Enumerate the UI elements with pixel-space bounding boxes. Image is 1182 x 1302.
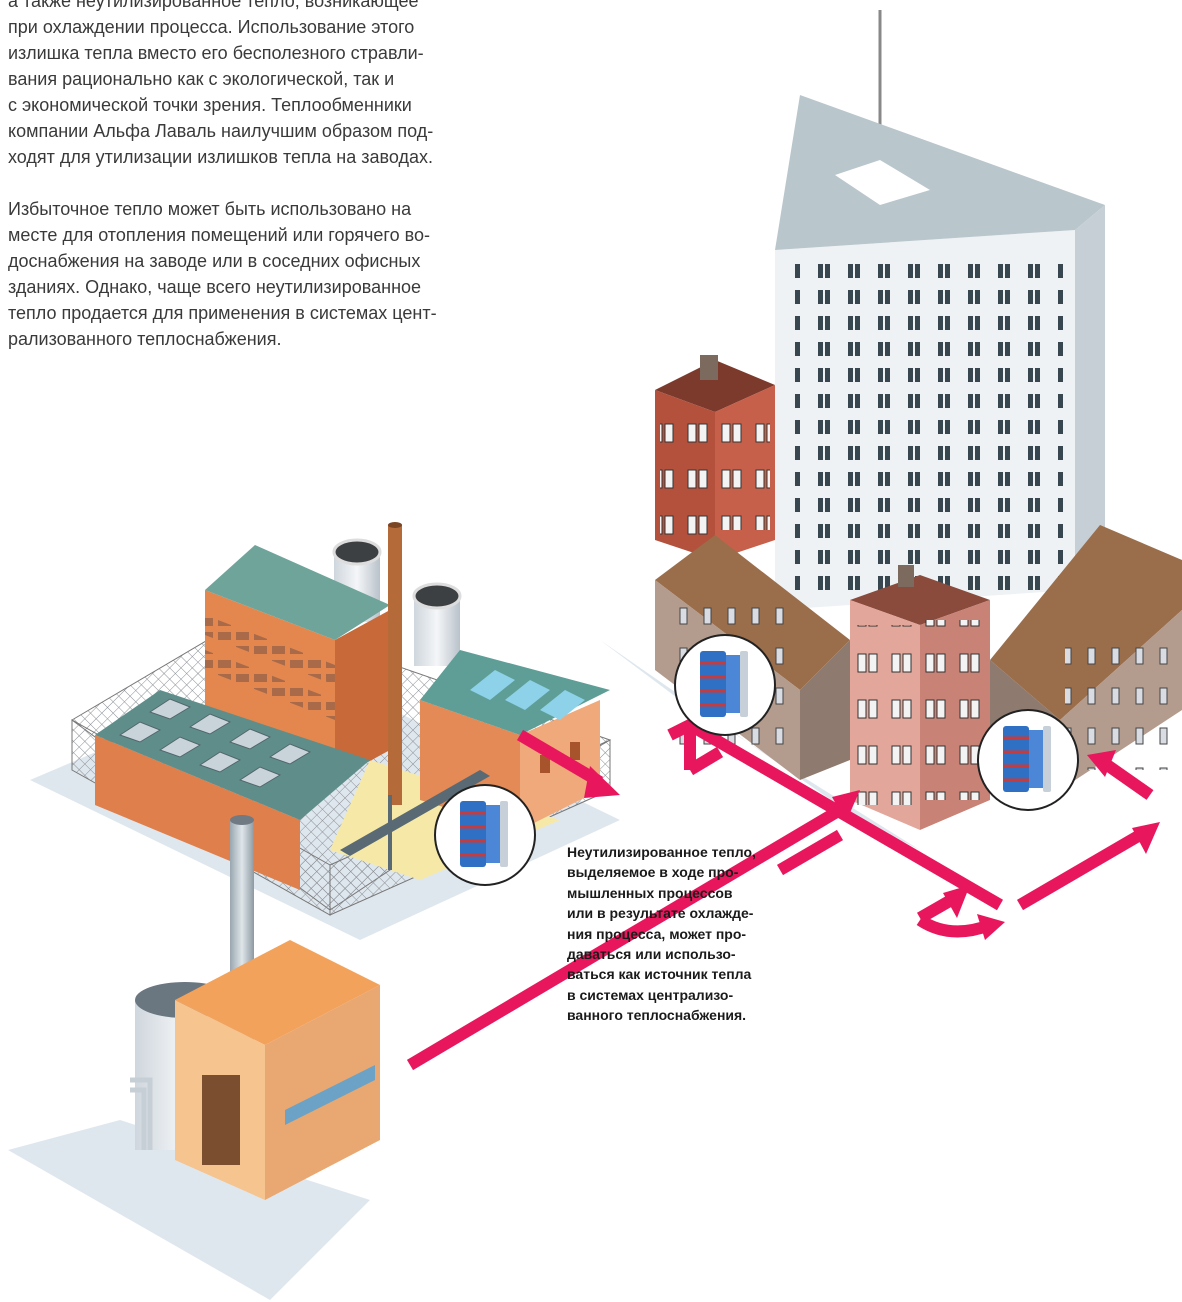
intro-text: а также неутилизированное тепло, возника… [8, 0, 508, 352]
pink-brick-building [850, 565, 990, 830]
heat-exchanger-left-building [674, 634, 776, 736]
arrow-up-right [1132, 822, 1160, 854]
heat-pipe-network [406, 718, 1154, 1071]
arrow-into-loop [977, 914, 1005, 940]
arrow-to-district [584, 766, 620, 798]
factory-chimney [388, 525, 402, 805]
office-tower [775, 10, 1105, 610]
intro-paragraph-2: Избыточное тепло может быть использовано… [8, 199, 437, 349]
arrow-into-right-building [1087, 750, 1116, 777]
heat-exchanger-factory [434, 784, 536, 886]
arrow-up-center [832, 790, 860, 822]
illustration-caption: Неутилизированное тепло, выделяемое в хо… [567, 844, 756, 1024]
red-brick-building [655, 355, 775, 560]
silo-2 [412, 582, 462, 666]
heat-exchanger-right-building [977, 709, 1079, 811]
arrow-up-pink [943, 885, 970, 918]
boiler-house [130, 815, 380, 1200]
intro-paragraph-1: а также неутилизированное тепло, возника… [8, 0, 434, 167]
